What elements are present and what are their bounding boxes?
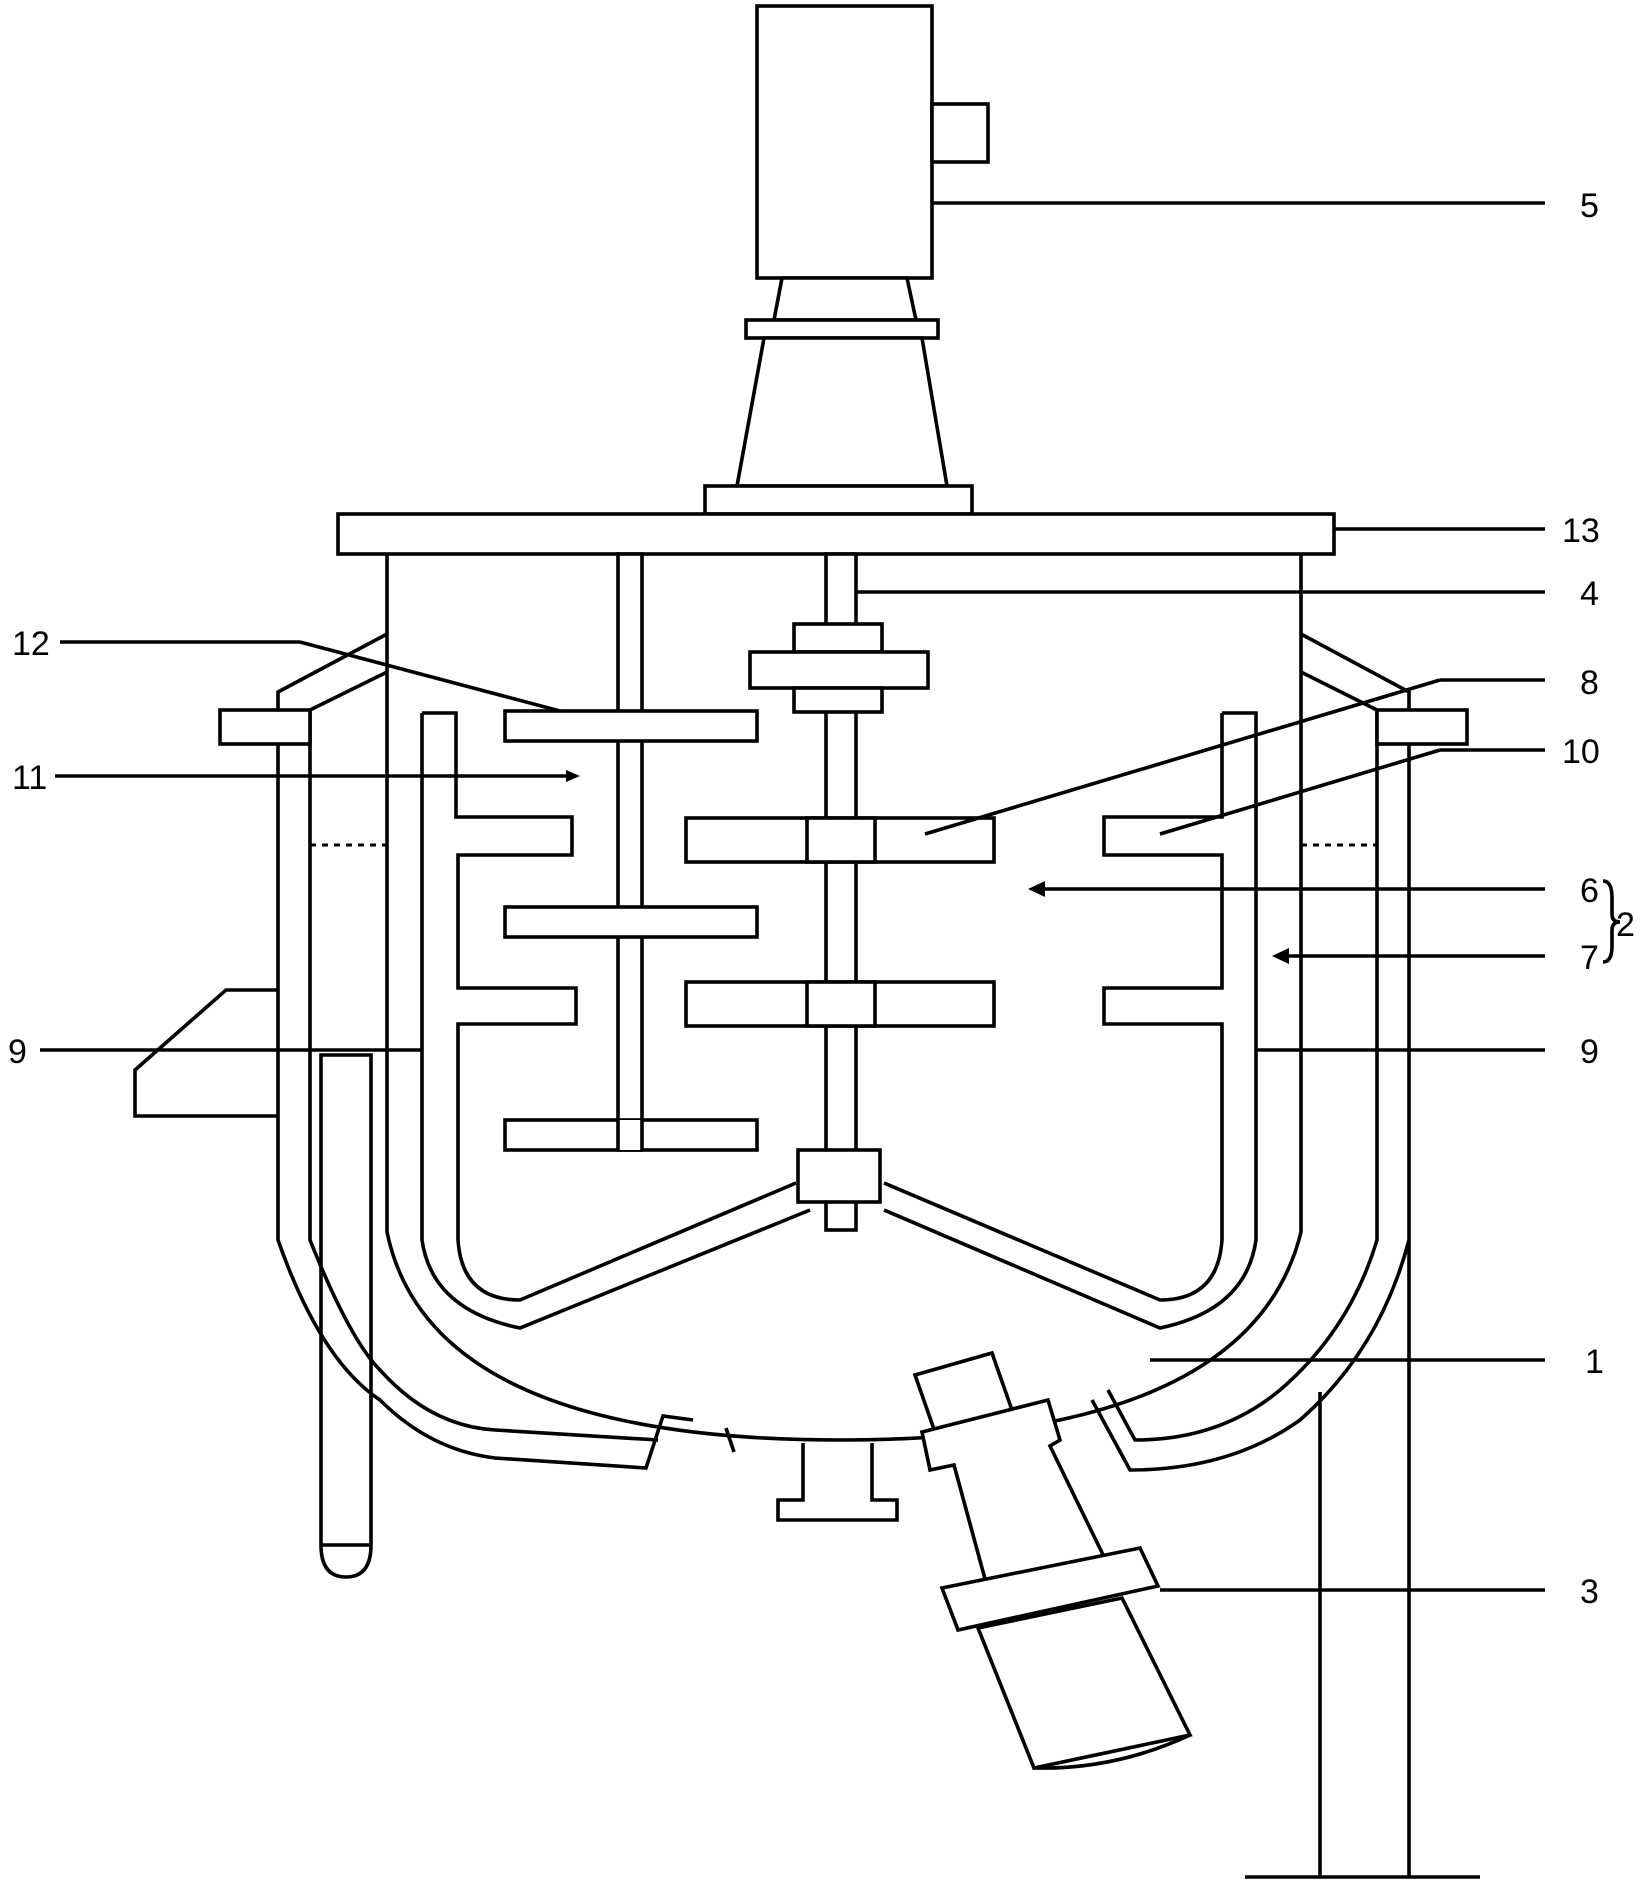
- scraper-frame-left-outer: [420, 713, 811, 1330]
- label-8: 8: [1580, 664, 1599, 702]
- jacket-outer-wall-inner: [308, 670, 659, 1442]
- vessel-inner-wall: [385, 554, 1303, 1442]
- coupling-upper: [792, 622, 884, 654]
- secondary-shaft: [616, 552, 644, 1152]
- label-3: 3: [1580, 1573, 1599, 1611]
- label-5: 5: [1580, 187, 1599, 225]
- label-10: 10: [1562, 733, 1600, 771]
- top-motor: [755, 4, 990, 280]
- bottom-hub: [796, 1148, 882, 1204]
- jacket-flange-right: [1375, 708, 1469, 746]
- label-1: 1: [1585, 1343, 1604, 1381]
- label-13: 13: [1562, 512, 1600, 550]
- label-7: 7: [1580, 939, 1599, 977]
- paddle-hub-lower: [805, 980, 877, 1028]
- side-inlet-pipe: [133, 988, 278, 1118]
- jacket-outer-wall-right: [1090, 632, 1411, 1472]
- reducer: [703, 276, 974, 516]
- scraper-frame-left: [422, 711, 797, 1302]
- coupling-flange: [748, 650, 930, 690]
- secondary-blade-2: [503, 905, 759, 939]
- jacket-outer-wall: [276, 632, 694, 1470]
- lid: [336, 512, 1336, 556]
- label-12: 12: [12, 625, 50, 663]
- paddle-hub-upper: [805, 816, 877, 864]
- jacket-outer-wall-right-inner: [1106, 670, 1379, 1442]
- label-2: 2: [1616, 906, 1635, 944]
- label-6: 6: [1580, 872, 1599, 910]
- secondary-blade-1: [503, 709, 759, 743]
- support-leg: [1245, 1240, 1480, 1879]
- label-4: 4: [1580, 575, 1599, 613]
- scraper-frame-right: [883, 711, 1258, 1330]
- label-9-left: 9: [8, 1033, 27, 1071]
- brace: [1602, 879, 1621, 964]
- thermometer-tube: [319, 1053, 373, 1579]
- label-11: 11: [12, 759, 47, 797]
- bottom-valve: [776, 1443, 899, 1522]
- jacket-flange-left: [218, 708, 312, 746]
- coupling-lower: [792, 686, 884, 714]
- label-9-right: 9: [1580, 1033, 1599, 1071]
- leader-lines: [40, 201, 1545, 1592]
- drain-mark: [724, 1427, 736, 1453]
- homogenizer: [912, 1350, 1193, 1771]
- scraper-frame-right-inner: [883, 713, 1224, 1302]
